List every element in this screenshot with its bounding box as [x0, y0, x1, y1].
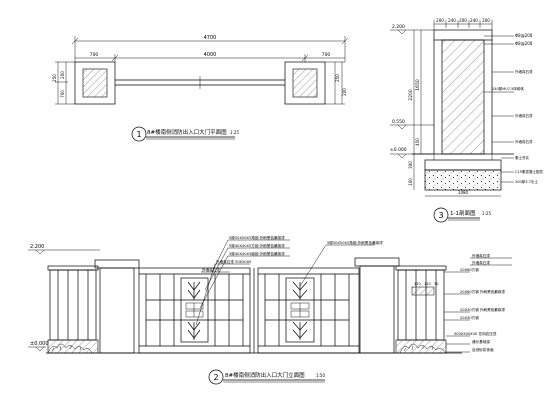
elev-right-note-2: 外墙真石漆 — [472, 260, 490, 265]
plan-dim-side-total: 700 — [60, 90, 65, 98]
plan-left-pier — [74, 61, 116, 105]
plan-dim-left-col: 700 — [90, 52, 99, 58]
elev-right-note-7: 500X500X40 花岗岩压顶 — [454, 331, 497, 336]
elev-right-note-3: 20X60方钢 — [460, 267, 479, 272]
section-note-2: Φ8@200 — [515, 41, 533, 46]
elevation-left-post-cap — [94, 259, 140, 269]
section-dim-base: 450 — [415, 138, 420, 146]
elev-left-note-3: 5厚40X40X5扁钢 外刷黑色氟碳漆 — [229, 251, 285, 256]
section-dim-bed: 100 — [408, 178, 413, 186]
shrub-left — [47, 343, 93, 354]
plan-right-pier — [284, 61, 326, 105]
elev-right-note-4: 20X60方钢 外刷黑色氟碳漆 — [460, 289, 505, 294]
elevation-ground-level: ±0.000 — [30, 341, 49, 347]
elevation-top-level: 2.200 — [30, 244, 44, 250]
section-title: 1-1剖面图 — [450, 209, 476, 217]
section-cap — [433, 29, 493, 41]
section-foundation-bed — [424, 169, 502, 191]
section-note-1: Φ8@200 — [515, 33, 533, 38]
section-note-4: 外墙真石漆 — [515, 69, 533, 74]
plan-right-pier-core — [292, 68, 318, 98]
right-dim-3: 30 — [434, 282, 438, 286]
plan-dim-left-side-b: 200 — [60, 71, 65, 79]
section-mid-level: 0.550 — [392, 119, 405, 125]
plan-title-index: 1 — [136, 130, 141, 139]
section-view: 2.200 200 240 200 240 200 0.550 ±0.000 — [390, 18, 543, 223]
section-note-9: 300厚3:7灰土 — [515, 179, 538, 184]
elev-left-note-4: 外墙真石漆 50X50X5 — [216, 259, 251, 264]
elev-right-note-1: 外墙真石漆 — [472, 253, 490, 258]
elev-left-note-1: 5厚50X50X5角钢 外刷黑色氟碳漆 — [229, 235, 285, 240]
elevation-center-note: 5厚50X50X5角钢 外刷黑色氟碳漆 — [299, 240, 383, 287]
elevation-right-post — [359, 265, 395, 354]
plan-dim-right-col: 700 — [322, 52, 331, 58]
elevation-title: 8#楼南侧消防出入口大门立面图 — [225, 371, 305, 379]
right-dim-1: 120 — [414, 282, 421, 286]
section-footing — [424, 159, 502, 171]
elev-right-note-9: 自然砂浆抹面 — [472, 347, 494, 352]
section-dim-height-total: 2200 — [408, 89, 414, 101]
section-note-7: 素土夯实 — [515, 155, 529, 160]
elevation-right-post-cap — [354, 257, 400, 267]
section-top-dim-2: 240 — [448, 18, 456, 23]
section-note-8: C15素混凝土垫层 — [515, 169, 543, 174]
elev-right-note-5: 20X30方钢 外刷黑色氟碳漆 — [460, 307, 505, 312]
section-notes: Φ8@200 Φ8@200 240厚MU7.5砖砌体 外墙真石漆 外墙真石漆 外… — [484, 33, 543, 184]
section-top-dim-3: 200 — [459, 18, 467, 23]
section-note-6: 外墙真石漆 — [515, 139, 533, 144]
plan-dim-overall: 4700 — [204, 35, 217, 41]
elev-left-note-2: 5厚40X40X5方钢 外刷黑色氟碳漆 — [229, 243, 285, 248]
section-top-dim-5: 200 — [482, 18, 490, 23]
plan-dim-right-side-a: 250 — [335, 74, 340, 82]
right-fence-section: 120 120 30 — [395, 265, 447, 354]
elev-left-note-5: 外墙真石漆 — [202, 267, 220, 272]
elevation-scale: 1:50 — [316, 373, 325, 378]
plan-dim-right-side-b: 200 — [342, 88, 347, 96]
plan-dim-left-side-a: 250 — [52, 74, 57, 82]
elev-right-note-6: 20X30方钢 — [460, 315, 479, 320]
elevation-left-notes: 5厚50X50X5角钢 外刷黑色氟碳漆 5厚40X40X5方钢 外刷黑色氟碳漆 … — [195, 235, 290, 326]
elev-center-note: 5厚50X50X5角钢 外刷黑色氟碳漆 — [327, 240, 383, 245]
section-scale: 1:25 — [482, 211, 491, 216]
plan-scale: 1:25 — [230, 130, 239, 135]
plan-title-index-circle — [131, 126, 147, 142]
elevation-title-index: 2 — [213, 373, 218, 382]
section-dim-foundation: 300 — [408, 161, 413, 169]
left-fence-section — [47, 265, 99, 354]
elevation-view: 2.200 ±0.000 — [28, 235, 512, 385]
elevation-title-index-circle — [208, 369, 224, 385]
elevation-left-post — [99, 267, 135, 354]
plan-dim-inner: 4000 — [204, 52, 217, 58]
plan-view: 4700 700 4000 700 250 200 700 25 — [52, 35, 349, 142]
section-ground-level: ±0.000 — [390, 147, 407, 153]
elevation-right-notes: 外墙真石漆 外墙真石漆 20X60方钢 20X60方钢 外刷黑色氟碳漆 20X3… — [444, 253, 512, 353]
section-title-index-circle — [433, 207, 449, 223]
section-top-dim-4: 240 — [470, 18, 478, 23]
section-note-5: 外墙真石漆 — [515, 113, 533, 118]
plan-title: 8#楼南侧消防出入口大门平面图 — [147, 128, 227, 136]
right-dim-2: 120 — [424, 282, 431, 286]
section-pier-body — [441, 39, 485, 155]
section-top-level: 2.200 — [392, 24, 405, 30]
section-title-index: 3 — [438, 211, 443, 220]
section-top-dim-1: 200 — [436, 18, 444, 23]
shrub-right — [399, 343, 447, 354]
plan-left-pier-core — [82, 68, 108, 98]
elev-right-note-8: 通长基础梁 — [472, 339, 490, 344]
gate-leaf-right — [257, 267, 360, 354]
section-dim-bottom: 1080 — [458, 190, 469, 195]
section-note-3: 240厚MU7.5砖砌体 — [492, 86, 524, 91]
gate-leaf-left — [138, 267, 251, 354]
section-dim-height-body: 1650 — [415, 79, 421, 91]
